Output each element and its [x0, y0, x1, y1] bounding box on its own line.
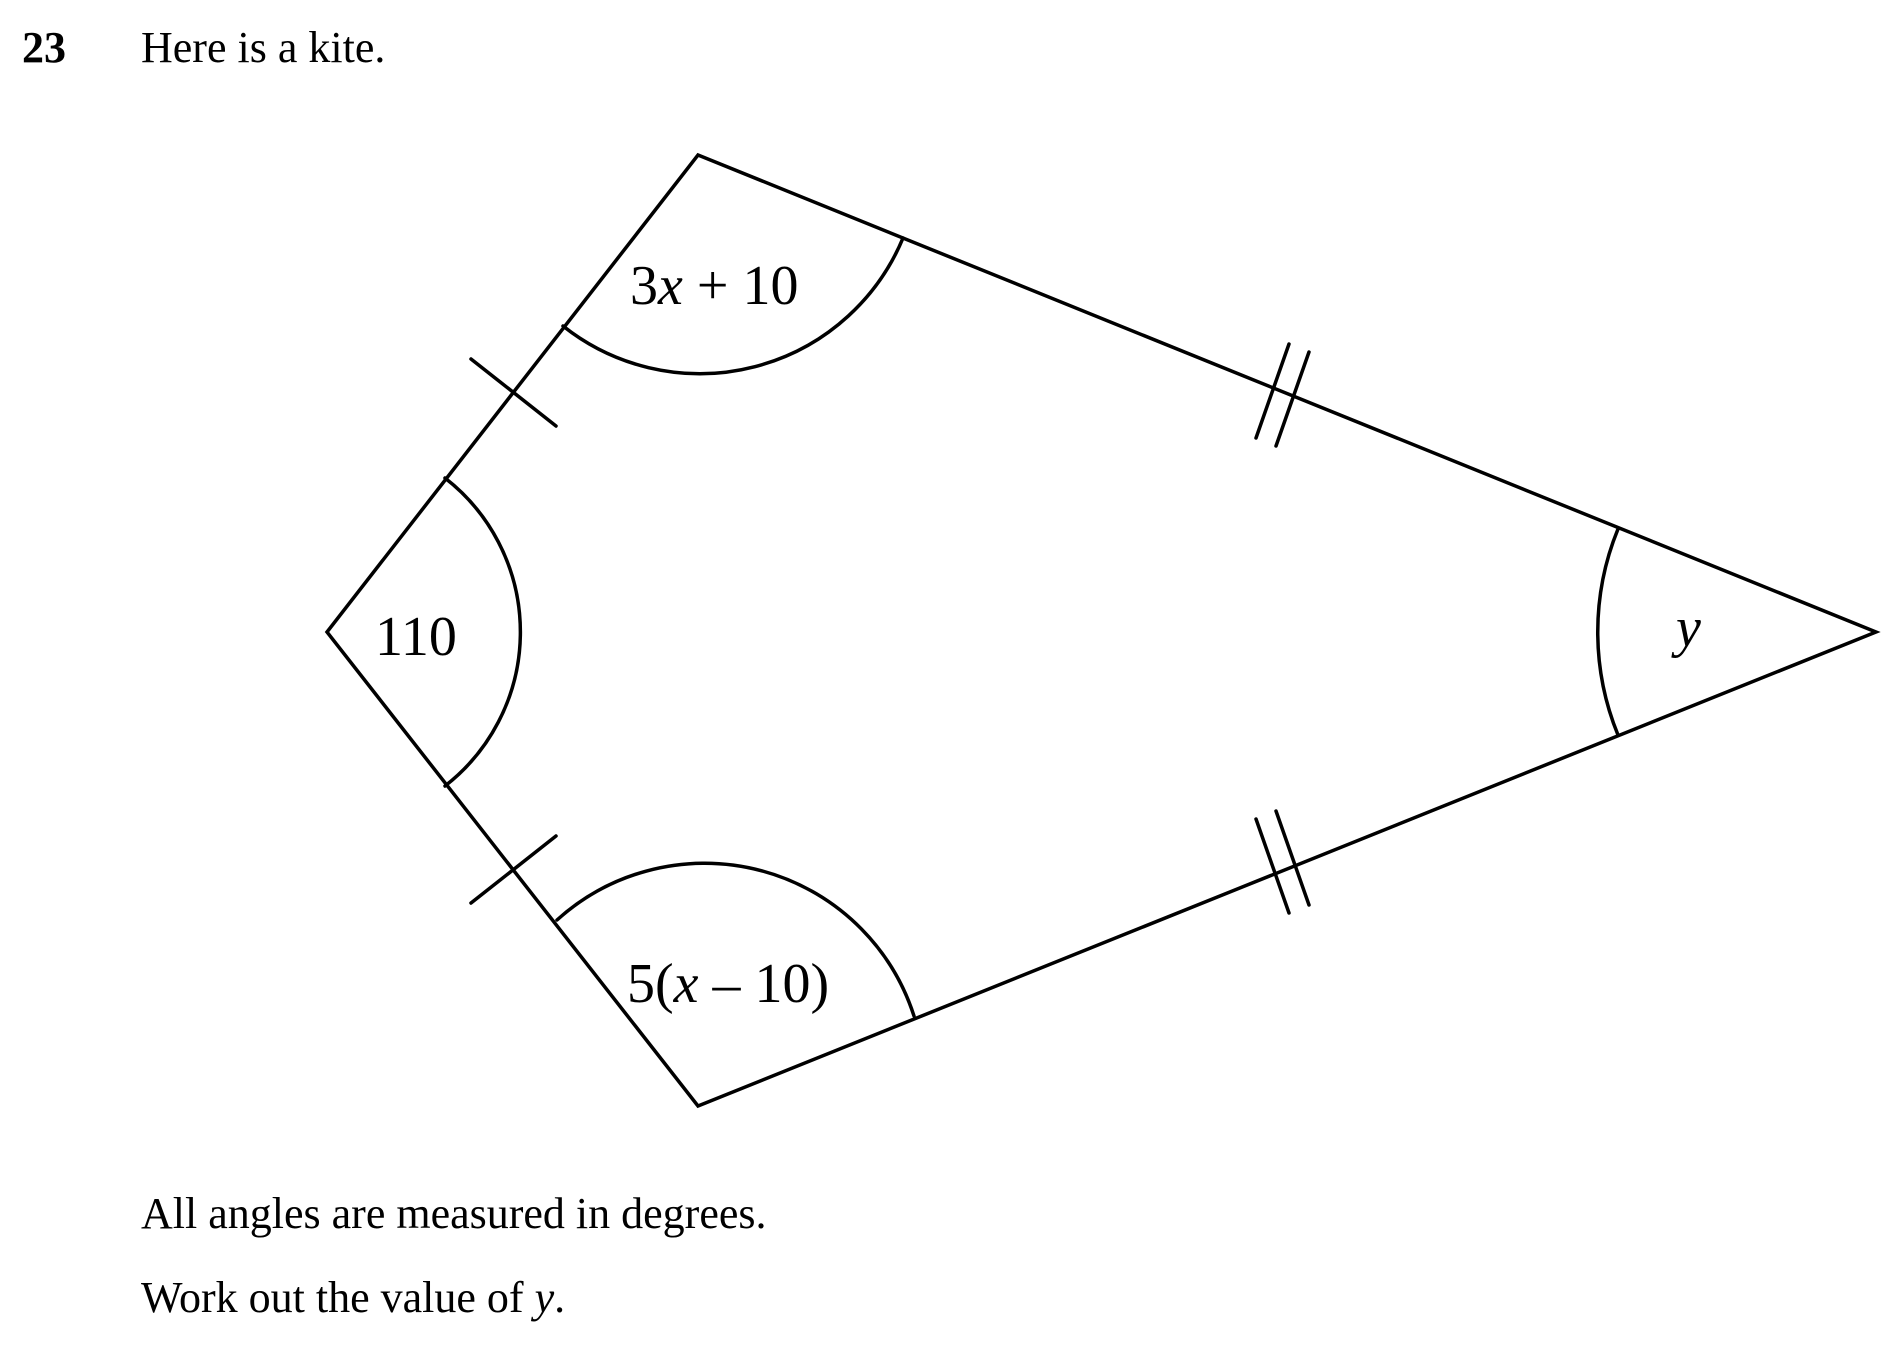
question-number: 23 [22, 23, 66, 72]
question-note: All angles are measured in degrees. [141, 1189, 767, 1238]
arc-right-angle [1595, 527, 1620, 737]
double-tick-upper-right-a [1254, 342, 1291, 440]
question-intro: Here is a kite. [141, 23, 386, 72]
arc-bottom-angle [555, 861, 916, 1018]
label-right-angle: y [1671, 597, 1701, 659]
label-bottom-angle: 5(x – 10) [627, 953, 829, 1015]
question-task: Work out the value of y. [141, 1276, 565, 1320]
double-tick-upper-right-b [1274, 350, 1311, 448]
task-prefix: Work out the value of [141, 1273, 535, 1322]
kite-outline [324, 152, 1881, 1109]
tick-lower-left-side [469, 834, 558, 905]
task-variable: y [534, 1273, 555, 1322]
label-left-angle: 110 [375, 606, 457, 668]
arc-top-angle [561, 236, 905, 376]
double-tick-lower-right-a [1254, 817, 1291, 915]
arc-left-angle [443, 476, 523, 788]
double-tick-lower-right-b [1274, 809, 1311, 907]
tick-upper-left-side [469, 357, 558, 428]
task-suffix: . [554, 1273, 566, 1322]
label-top-angle: 3x + 10 [630, 255, 798, 317]
